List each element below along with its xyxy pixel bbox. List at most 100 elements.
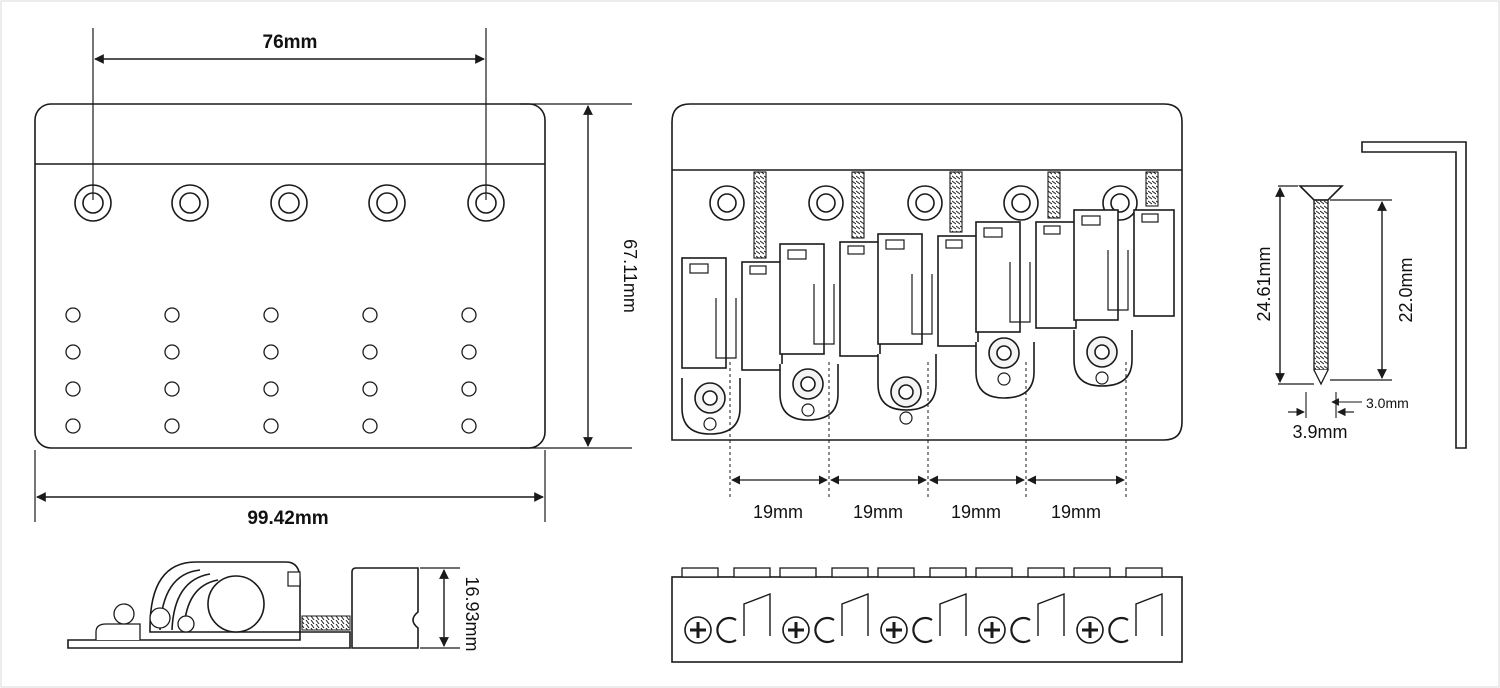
saddle-slot-right-2: [847, 245, 865, 255]
string-hole-3-1: [263, 307, 279, 323]
side-height-screw-head-b: [149, 607, 171, 629]
saddle-block-right-3: [937, 235, 979, 347]
rear-saddle-tabs: [681, 567, 1163, 578]
saddle-block-right-1: [741, 261, 783, 371]
rear-screw-clip-5: [1108, 616, 1129, 644]
front-hole-inner-4: [1011, 193, 1031, 213]
string-holes: [65, 307, 477, 434]
rear-tab-a-4: [975, 567, 1013, 578]
screw-thread: [1313, 199, 1329, 371]
saddle-slot-3: [885, 239, 905, 250]
saddle-intonation-spring-5: [1145, 171, 1159, 207]
saddle-block-right-2: [839, 241, 881, 357]
rear-screw-cross-2: [788, 622, 804, 638]
string-hole-1-1: [65, 307, 81, 323]
rear-saddle-foot-1: [743, 592, 771, 636]
front-view: [671, 103, 1183, 498]
saddle-height-screw-inner-5: [1094, 344, 1110, 360]
side-height-screw-a: [95, 623, 141, 640]
rear-screw-cross-3: [886, 622, 902, 638]
string-hole-4-4: [362, 418, 378, 434]
saddle-height-screw-inner-1: [702, 390, 718, 406]
mounting-holes: [74, 184, 505, 222]
saddle-intonation-spring-1: [753, 171, 767, 259]
saddle-slot-right-5: [1141, 213, 1159, 223]
baseplate-outline: [34, 103, 546, 449]
rear-tab-a-1: [681, 567, 719, 578]
saddle-height-screw-inner-4: [996, 345, 1012, 361]
rear-tab-b-2: [831, 567, 869, 578]
label-side-height: 16.93mm: [462, 576, 482, 651]
saddle-spacing-labels: 19mm 19mm 19mm 19mm: [753, 502, 1101, 522]
string-hole-4-1: [362, 307, 378, 323]
screw-view: [1275, 141, 1467, 449]
front-hole-inner-3: [915, 193, 935, 213]
string-hole-3-3: [263, 381, 279, 397]
string-hole-4-2: [362, 344, 378, 360]
string-hole-2-3: [164, 381, 180, 397]
saddle-lock-hole-5: [1095, 371, 1109, 385]
rear-screw-clip-4: [1010, 616, 1031, 644]
front-hole-inner-1: [717, 193, 737, 213]
saddle-block-left-5: [1073, 209, 1119, 321]
allen-key: [1361, 141, 1467, 449]
saddle-block-right-5: [1133, 209, 1175, 317]
rear-tab-b-3: [929, 567, 967, 578]
saddle-height-screw-inner-3: [898, 384, 914, 400]
string-hole-5-2: [461, 344, 477, 360]
front-hole-inner-2: [816, 193, 836, 213]
saddle-groove-4: [1009, 262, 1031, 323]
saddle-lock-hole-2: [801, 403, 815, 417]
saddle-lock-hole-1: [703, 417, 717, 431]
string-hole-4-3: [362, 381, 378, 397]
rear-screw-clip-2: [814, 616, 835, 644]
string-hole-1-4: [65, 418, 81, 434]
saddle-slot-5: [1081, 215, 1101, 226]
rear-tab-a-2: [779, 567, 817, 578]
saddle-slot-2: [787, 249, 807, 260]
side-view: [67, 561, 460, 649]
screw-tip: [1313, 369, 1329, 386]
front-hole-inner-5: [1110, 193, 1130, 213]
label-screw-shank: 3.0mm: [1366, 395, 1409, 411]
string-hole-3-2: [263, 344, 279, 360]
rear-tab-a-5: [1073, 567, 1111, 578]
string-hole-2-2: [164, 344, 180, 360]
rear-screw-clip-3: [912, 616, 933, 644]
saddle-slot-right-4: [1043, 225, 1061, 235]
rear-screw-cross-1: [690, 622, 706, 638]
string-hole-5-1: [461, 307, 477, 323]
string-hole-5-3: [461, 381, 477, 397]
front-hole-outer-1: [709, 185, 745, 221]
rear-saddle-foot-4: [1037, 592, 1065, 636]
label-spacing-2: 19mm: [853, 502, 903, 522]
label-screw-head: 3.9mm: [1292, 422, 1347, 442]
rear-saddle-foot-3: [939, 592, 967, 636]
label-screw-thread: 22.0mm: [1396, 257, 1416, 322]
side-saddle-barrel: [207, 575, 265, 633]
saddle-groove-2: [813, 284, 835, 345]
saddle-block-left-4: [975, 221, 1021, 333]
rear-intonation-screws: [684, 592, 1163, 644]
saddle-block-right-4: [1035, 221, 1077, 329]
front-hole-outer-3: [907, 185, 943, 221]
string-hole-5-4: [461, 418, 477, 434]
side-rear-wall: [351, 567, 419, 649]
mounting-hole-outer-2: [171, 184, 209, 222]
rear-tab-a-3: [877, 567, 915, 578]
rear-tab-b-5: [1125, 567, 1163, 578]
label-spacing-1: 19mm: [753, 502, 803, 522]
side-intonation-screw: [301, 615, 351, 631]
saddle-groove-3: [911, 274, 933, 335]
saddle-slot-1: [689, 263, 709, 274]
saddle-lock-hole-3: [899, 411, 913, 425]
label-height: 67.11mm: [620, 239, 640, 313]
saddle-intonation-spring-3: [949, 171, 963, 233]
front-mounting-holes: [709, 185, 1138, 221]
string-hole-2-4: [164, 418, 180, 434]
saddle-slot-4: [983, 227, 1003, 238]
label-width: 99.42mm: [247, 508, 328, 529]
